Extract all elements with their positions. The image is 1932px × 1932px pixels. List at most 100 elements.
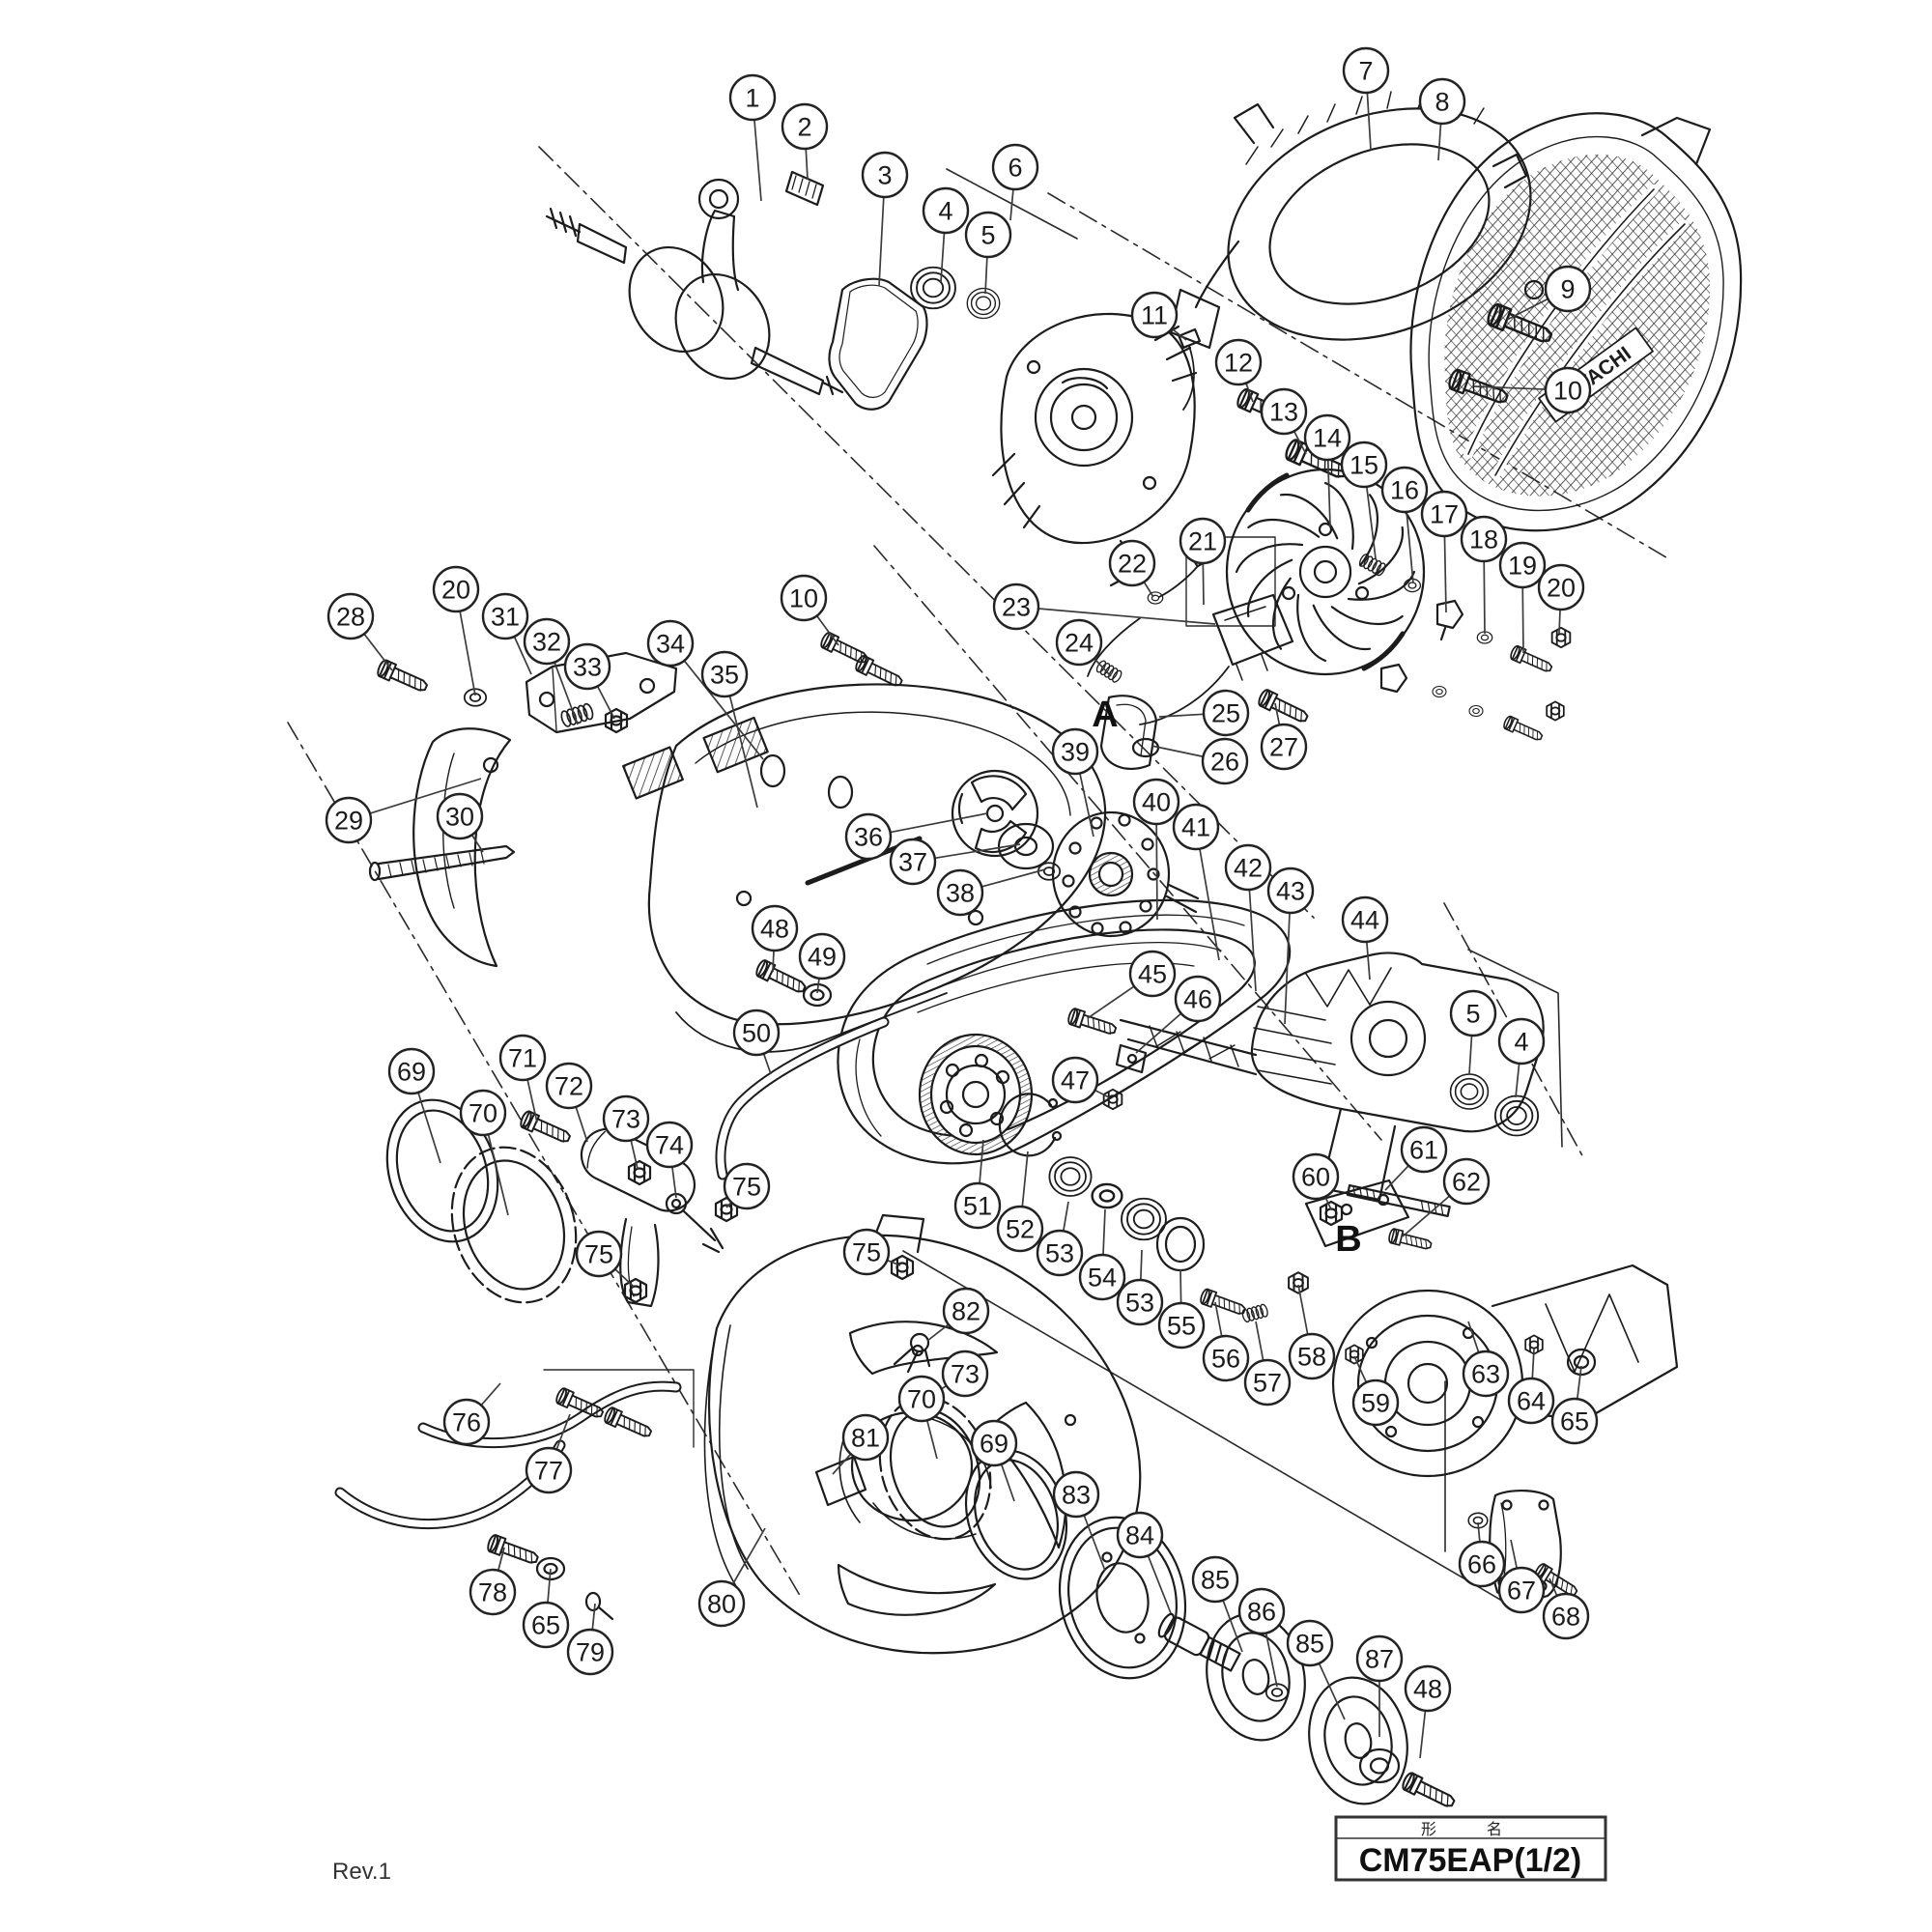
callout-38: 38: [936, 868, 984, 917]
callout-leader-13: [1293, 430, 1307, 455]
callout-leader-36: [890, 812, 988, 834]
part-washer-54-drawing: [1091, 1182, 1123, 1209]
callout-circle-83: [1052, 1470, 1100, 1519]
callout-number-86: 86: [1247, 1598, 1276, 1627]
callout-leader-15: [1365, 486, 1377, 559]
callout-circle-62: [1442, 1157, 1491, 1206]
callout-number-84: 84: [1125, 1521, 1154, 1550]
part-wheel-85a-drawing: [1206, 1612, 1306, 1742]
callout-circle-79: [566, 1628, 614, 1676]
callout-37: 37: [889, 838, 937, 886]
callout-leader-68: [1548, 1577, 1558, 1597]
callout-number-27: 27: [1269, 733, 1298, 762]
callout-leader-19: [1521, 586, 1524, 654]
callout-circle-3: [861, 151, 909, 199]
callout-leader-14: [1326, 459, 1331, 527]
callout-35: 35: [700, 650, 749, 698]
callout-bubbles: 1234567891011121314151617181920202122232…: [325, 46, 1599, 1713]
callout-circle-53: [1036, 1229, 1084, 1277]
callout-number-77: 77: [534, 1457, 563, 1486]
callout-75: 75: [575, 1230, 623, 1278]
callout-14: 14: [1303, 413, 1351, 462]
callout-leader-69: [1000, 1463, 1015, 1502]
callout-40: 40: [1132, 778, 1180, 826]
callout-23: 23: [992, 582, 1040, 631]
callout-leader-83: [1083, 1515, 1106, 1572]
callout-81: 81: [841, 1413, 890, 1462]
callout-number-32: 32: [532, 628, 561, 657]
callout-20: 20: [432, 565, 480, 613]
callout-number-54: 54: [1088, 1264, 1117, 1293]
callout-11: 11: [1130, 291, 1179, 339]
callout-58: 58: [1288, 1332, 1336, 1380]
callout-leader-65: [1576, 1365, 1582, 1400]
callout-leader-43: [1284, 912, 1291, 1025]
callout-leader-73: [630, 1140, 639, 1170]
callout-number-35: 35: [710, 661, 739, 690]
callout-leader-78: [497, 1547, 505, 1571]
callout-circle-61: [1400, 1125, 1448, 1174]
part-wheel-guard-drawing: [703, 1213, 1142, 1655]
callout-51: 51: [953, 1181, 1002, 1230]
callout-number-41: 41: [1181, 813, 1210, 842]
callout-leader-6: [1009, 188, 1014, 221]
callout-number-62: 62: [1452, 1168, 1481, 1197]
part-spring-57-drawing: [1240, 1302, 1270, 1323]
callout-66: 66: [1458, 1540, 1506, 1588]
callout-circle-35: [700, 650, 749, 698]
callout-circle-53: [1116, 1278, 1164, 1326]
callout-number-68: 68: [1551, 1603, 1580, 1632]
callout-1: 1: [728, 73, 777, 122]
part-bolt-45-drawing: [1065, 1007, 1119, 1039]
callout-number-56: 56: [1211, 1345, 1240, 1374]
callout-leader-17: [1443, 535, 1447, 613]
part-bearing-4b-drawing: [1493, 1094, 1540, 1137]
callout-leader-26: [1151, 745, 1204, 758]
callout-33: 33: [563, 642, 611, 691]
callout-number-43: 43: [1276, 877, 1305, 906]
callout-leader-20: [1558, 609, 1561, 635]
callout-leader-11: [1171, 327, 1187, 341]
callout-circle-25: [1202, 689, 1250, 737]
callout-circle-71: [498, 1034, 547, 1082]
part-long-screw-30-drawing: [368, 844, 516, 882]
callout-number-14: 14: [1313, 424, 1342, 453]
callout-73: 73: [941, 1350, 989, 1398]
callout-53: 53: [1036, 1229, 1084, 1277]
callout-circle-26: [1201, 737, 1249, 785]
revision-label: Rev.1: [332, 1859, 391, 1885]
callout-leader-34: [683, 660, 764, 760]
callout-leader-16: [1406, 511, 1414, 584]
callout-number-74: 74: [655, 1131, 684, 1160]
callout-85: 85: [1286, 1619, 1334, 1667]
callout-number-33: 33: [573, 653, 602, 682]
callout-12: 12: [1214, 338, 1263, 386]
callout-leader-28: [363, 633, 393, 671]
callout-leader-75: [614, 1268, 635, 1288]
callout-circle-38: [936, 868, 984, 917]
callout-10: 10: [1544, 366, 1592, 414]
callout-leader-3: [878, 196, 885, 287]
callout-leader-20: [459, 611, 476, 696]
callout-leader-21: [1202, 562, 1205, 606]
callout-number-63: 63: [1471, 1360, 1500, 1389]
callout-circle-20: [432, 565, 480, 613]
callout-circle-64: [1507, 1377, 1555, 1425]
part-bearing-5b-drawing: [1449, 1073, 1490, 1110]
callout-45: 45: [1128, 950, 1177, 998]
callout-number-38: 38: [946, 879, 975, 908]
callout-circle-70: [459, 1089, 507, 1137]
callout-circle-82: [942, 1287, 990, 1335]
title-block-header: 形 名: [1421, 1821, 1520, 1838]
callout-number-5: 5: [980, 221, 995, 250]
part-clutch-drum-drawing: [1051, 810, 1200, 938]
callout-circle-9: [1544, 265, 1592, 313]
callout-circle-73: [602, 1094, 650, 1143]
callout-leader-61: [1384, 1165, 1409, 1191]
callout-circle-51: [953, 1181, 1002, 1230]
callout-number-19: 19: [1508, 552, 1537, 581]
callout-circle-50: [732, 1009, 781, 1057]
callout-62: 62: [1442, 1157, 1491, 1206]
callout-number-80: 80: [707, 1590, 736, 1619]
